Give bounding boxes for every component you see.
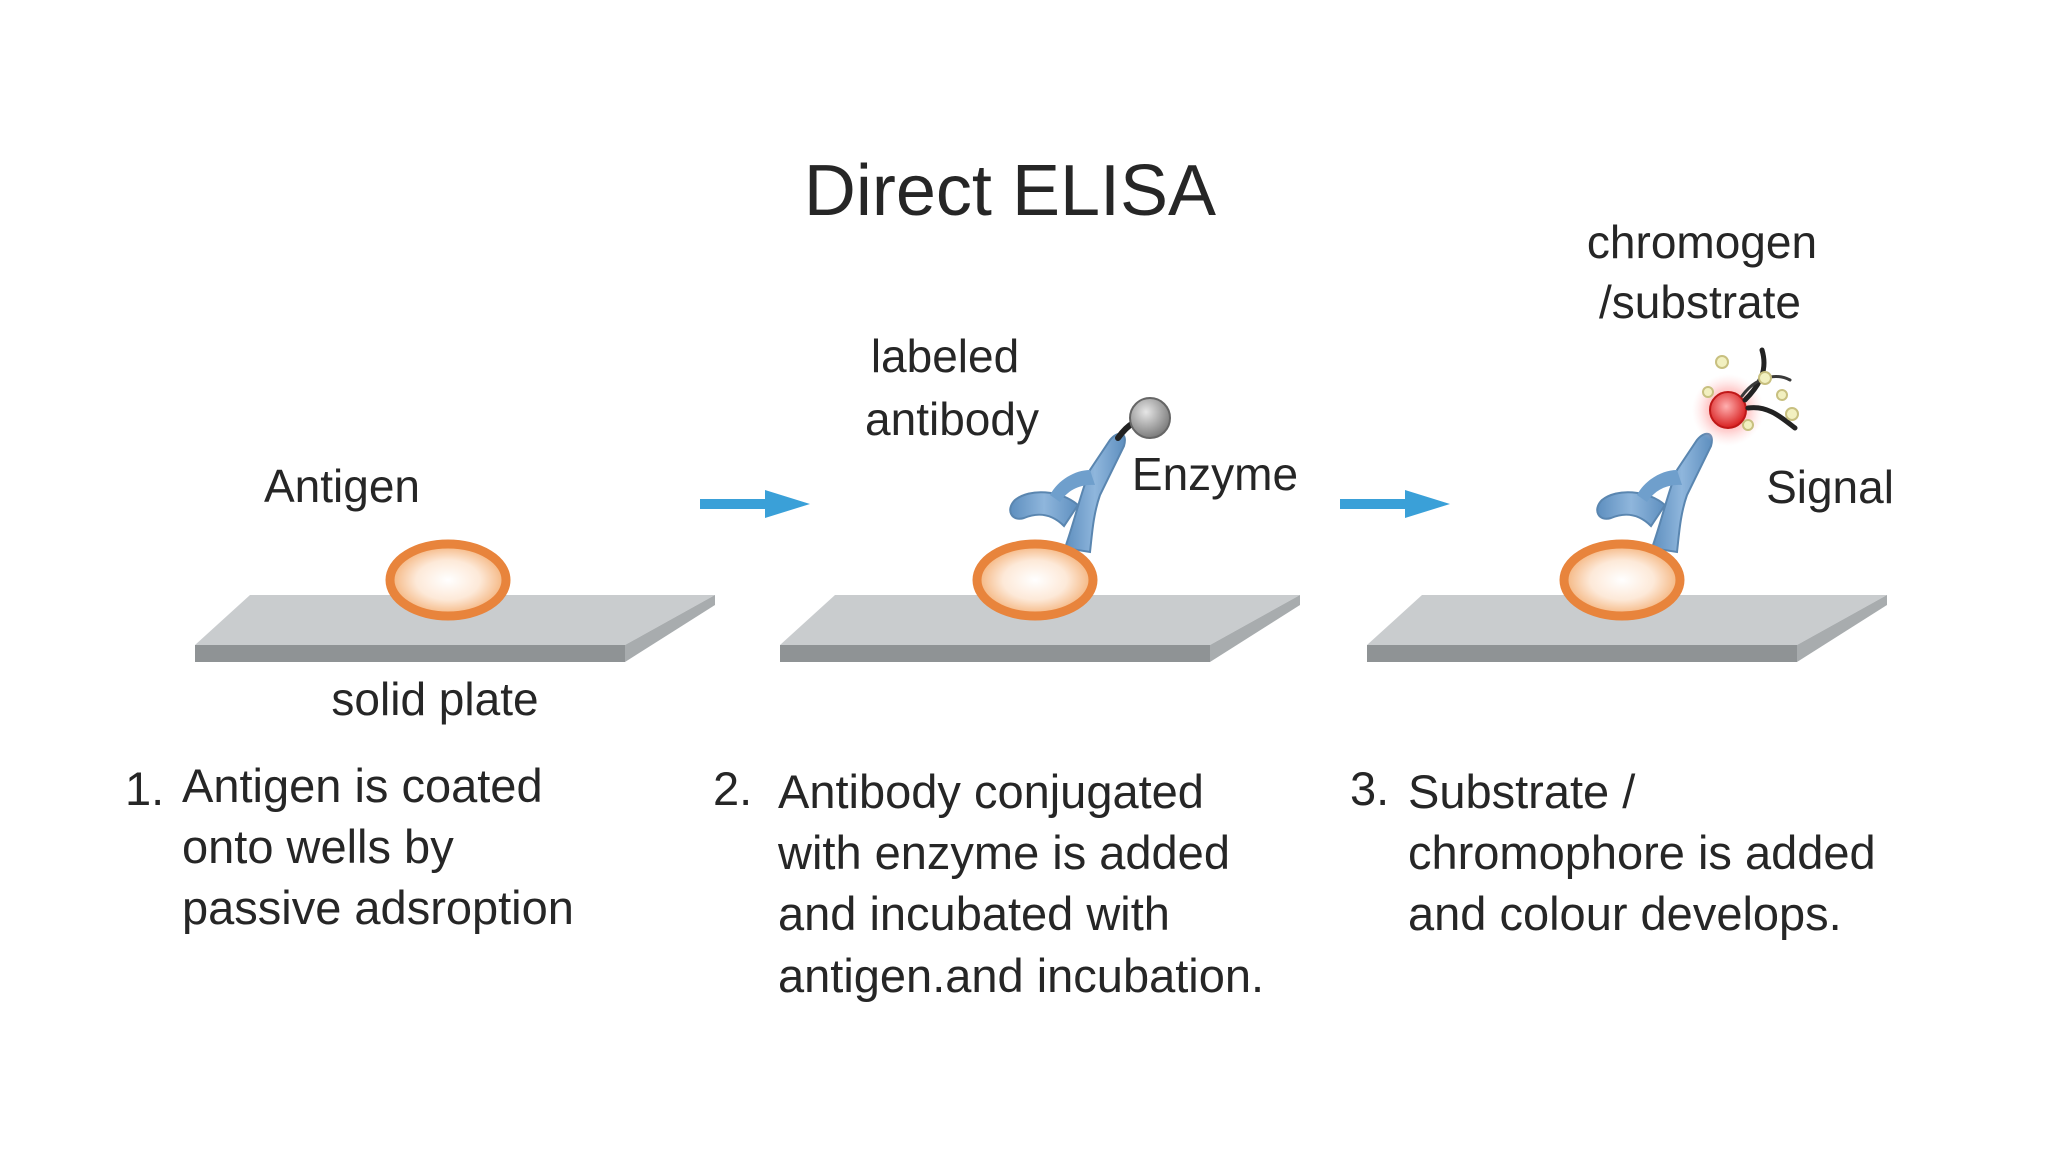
step-line: Substrate / [1408, 765, 1636, 818]
step-line: Antigen is coated [182, 759, 543, 812]
solid-plate-label: solid plate [331, 673, 538, 725]
step-line: and colour develops. [1408, 887, 1842, 940]
diagram-title: Direct ELISA [804, 151, 1216, 231]
step-1-caption: 1. Antigen is coated onto wells by passi… [125, 759, 574, 934]
step-3-caption: 3. Substrate / chromophore is added and … [1350, 762, 1876, 940]
chromogen-label-line2: /substrate [1599, 276, 1801, 328]
step-number: 1. [125, 762, 164, 815]
step-number: 2. [713, 762, 752, 815]
step-line: and incubated with [778, 887, 1170, 940]
step-line: with enzyme is added [777, 826, 1230, 879]
antigen-label: Antigen [264, 460, 420, 512]
signal-label: Signal [1766, 461, 1894, 513]
antigen-3 [1559, 539, 1685, 621]
step-line: passive adsroption [182, 881, 574, 934]
signal-icon [1692, 347, 1799, 446]
arrow-1 [700, 490, 810, 518]
step-number: 3. [1350, 762, 1389, 815]
antibody-2 [1009, 416, 1153, 554]
chromogen-label-line1: chromogen [1587, 216, 1817, 268]
labeled-antibody-label-line2: antibody [865, 393, 1039, 445]
step-line: antigen.and incubation. [778, 949, 1264, 1002]
step-line: onto wells by [182, 820, 454, 873]
labeled-antibody-label-line1: labeled [871, 330, 1019, 382]
antigen-1 [385, 539, 511, 621]
panel-2: labeled antibody Enzyme [780, 330, 1300, 662]
enzyme-label: Enzyme [1132, 448, 1298, 500]
antibody-3 [1596, 432, 1713, 554]
enzyme-icon [1129, 397, 1171, 439]
antigen-2 [972, 539, 1098, 621]
step-line: Antibody conjugated [778, 765, 1204, 818]
panel-3: chromogen /substrate Signal [1367, 216, 1894, 662]
arrow-2 [1340, 490, 1450, 518]
panel-1: Antigen solid plate [195, 460, 715, 725]
step-line: chromophore is added [1408, 826, 1876, 879]
step-2-caption: 2. Antibody conjugated with enzyme is ad… [713, 762, 1264, 1002]
